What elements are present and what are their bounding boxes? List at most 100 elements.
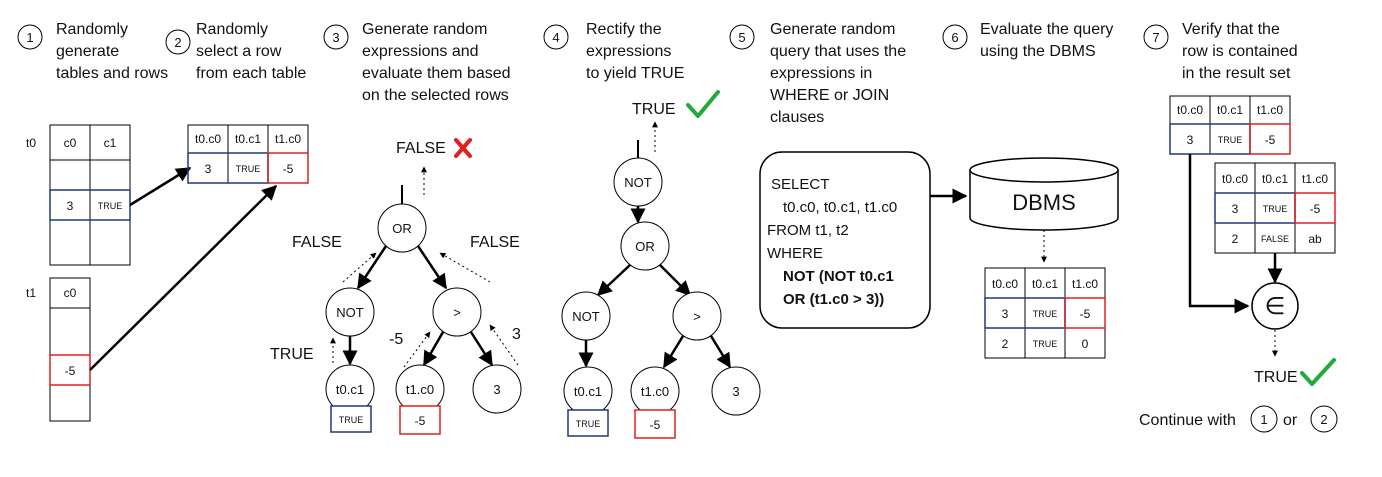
node-col-t0c1-label: t0.c1	[336, 382, 364, 397]
arrow-t1-to-selection	[89, 184, 278, 371]
continue-text: Continue with	[1139, 412, 1236, 429]
step-2-number: 2	[174, 35, 181, 50]
continue-step-1-number: 1	[1260, 412, 1267, 427]
dbms-r2-c2: TRUE	[1033, 339, 1058, 349]
t0-cell-c0: 3	[67, 199, 74, 213]
node-col-t1c0-label: t1.c0	[406, 382, 434, 397]
or-left-value-label: FALSE	[292, 234, 342, 251]
node-gt	[432, 287, 482, 337]
rect-value-box-neg5	[634, 409, 676, 439]
selected-header-t0c0: t0.c0	[195, 132, 221, 146]
selected-header-t0c1: t0.c1	[235, 132, 261, 146]
element-of-node	[1251, 282, 1299, 330]
verify-result-table: t0.c0 t0.c1 t1.c0 3 TRUE -5 2 FALSE ab	[1214, 162, 1336, 254]
step-7-line-3: in the result set	[1182, 65, 1291, 82]
step-5-line-4: WHERE or JOIN	[770, 87, 889, 104]
pivot-cell-2: TRUE	[1218, 135, 1243, 145]
step-6-number: 6	[951, 30, 958, 45]
node-or-label: OR	[392, 221, 412, 236]
step-5-line-3: expressions in	[770, 65, 872, 82]
verify-header-1: t0.c0	[1222, 172, 1248, 186]
dbms-r1-c3: -5	[1080, 307, 1091, 321]
table-t0: t0 c0 c1 3 TRUE	[26, 124, 131, 266]
t1-cell-c0: -5	[65, 364, 76, 378]
step-5-badge	[729, 24, 755, 50]
check-icon	[686, 90, 720, 118]
verify-r1-c1: 3	[1232, 202, 1239, 216]
verify-header-2: t0.c1	[1262, 172, 1288, 186]
step-2-line-3: from each table	[196, 65, 306, 82]
pivot-cell-3: -5	[1265, 133, 1276, 147]
gt-left-value-label: -5	[389, 331, 403, 348]
query-predicate-line-1: NOT (NOT t0.c1	[783, 268, 894, 285]
selected-cell-t0c0: 3	[205, 162, 212, 176]
node-or	[377, 203, 427, 253]
selected-header-t1c0: t1.c0	[275, 132, 301, 146]
pivot-header-1: t0.c0	[1177, 103, 1203, 117]
continue-step-2-number: 2	[1320, 412, 1327, 427]
pivot-header-2: t0.c1	[1217, 103, 1243, 117]
dbms-header-3: t1.c0	[1072, 277, 1098, 291]
query-box: SELECT t0.c0, t0.c1, t1.c0 FROM t1, t2 W…	[759, 151, 931, 329]
rectified-result-label: TRUE	[632, 101, 676, 118]
step-1-line-2: generate	[56, 43, 119, 60]
continue-or-text: or	[1283, 412, 1298, 429]
cross-icon	[454, 138, 472, 158]
rect-node-col-t1c0-label: t1.c0	[641, 384, 669, 399]
arrow-t0-to-selection	[129, 166, 192, 207]
rect-node-or	[620, 221, 670, 271]
verify-r2-c2: FALSE	[1261, 234, 1289, 244]
verify-r1-c2: TRUE	[1263, 204, 1288, 214]
element-of-symbol: ∈	[1265, 293, 1286, 320]
node-not-label: NOT	[336, 305, 364, 320]
table-t1: t1 c0 -5	[26, 277, 91, 422]
rect-node-not-top-label: NOT	[624, 175, 652, 190]
step-1-line-3: tables and rows	[56, 65, 168, 82]
value-box-neg5	[399, 405, 441, 435]
rect-node-const-3-label: 3	[732, 384, 739, 399]
step-1-badge	[17, 24, 43, 50]
step-1-line-1: Randomly	[56, 21, 128, 38]
step-5-line-2: query that uses the	[770, 43, 906, 60]
rect-value-box-true	[567, 409, 609, 437]
pivot-header-3: t1.c0	[1257, 103, 1283, 117]
rect-node-const-3	[711, 366, 761, 416]
rect-node-col-t0c1-label: t0.c1	[574, 384, 602, 399]
expr-result-label: FALSE	[396, 140, 446, 157]
step-2-header: 2 Randomly select a row from each table	[165, 21, 306, 82]
step-7-badge	[1143, 24, 1169, 50]
continue-step-1-badge	[1250, 405, 1278, 433]
query-select: SELECT	[771, 176, 829, 193]
step-2-line-2: select a row	[196, 43, 282, 60]
arrow-pivot-to-element-of	[1188, 154, 1250, 314]
rect-node-or-label: OR	[635, 239, 655, 254]
step-6-line-1: Evaluate the query	[980, 21, 1113, 38]
rectified-tree: TRUE NOT OR NOT > t0.c1 TRUE t1.c0 -5 3	[561, 90, 761, 439]
table-t1-name: t1	[26, 286, 36, 300]
rect-value-box-neg5-label: -5	[650, 418, 661, 432]
step-6-header: 6 Evaluate the query using the DBMS	[942, 21, 1113, 60]
query-predicate-line-2: OR (t1.c0 > 3))	[783, 291, 884, 308]
dbms-header-2: t0.c1	[1032, 277, 1058, 291]
dbms-cylinder: DBMS	[969, 157, 1119, 231]
step-7-line-1: Verify that the	[1182, 21, 1280, 38]
node-const-3-label: 3	[493, 382, 500, 397]
step-7-line-2: row is contained	[1182, 43, 1298, 60]
step-2-badge	[165, 29, 191, 55]
step-3-line-1: Generate random	[362, 21, 487, 38]
rect-node-gt	[672, 291, 722, 341]
step-3-header: 3 Generate random expressions and evalua…	[323, 21, 511, 104]
step-5-number: 5	[738, 30, 745, 45]
query-from: FROM t1, t2	[767, 222, 849, 239]
step-7-number: 7	[1152, 30, 1159, 45]
gt-right-value-label: 3	[512, 326, 521, 343]
verify-r2-c3: ab	[1308, 232, 1322, 246]
query-columns: t0.c0, t0.c1, t1.c0	[783, 199, 897, 216]
pivot-cell-1: 3	[1187, 133, 1194, 147]
dbms-r2-c3: 0	[1082, 337, 1089, 351]
step-6-badge	[942, 24, 968, 50]
step-1-header: 1 Randomly generate tables and rows	[17, 21, 168, 82]
value-box-true-label: TRUE	[339, 415, 364, 425]
verify-r1-c3: -5	[1310, 202, 1321, 216]
